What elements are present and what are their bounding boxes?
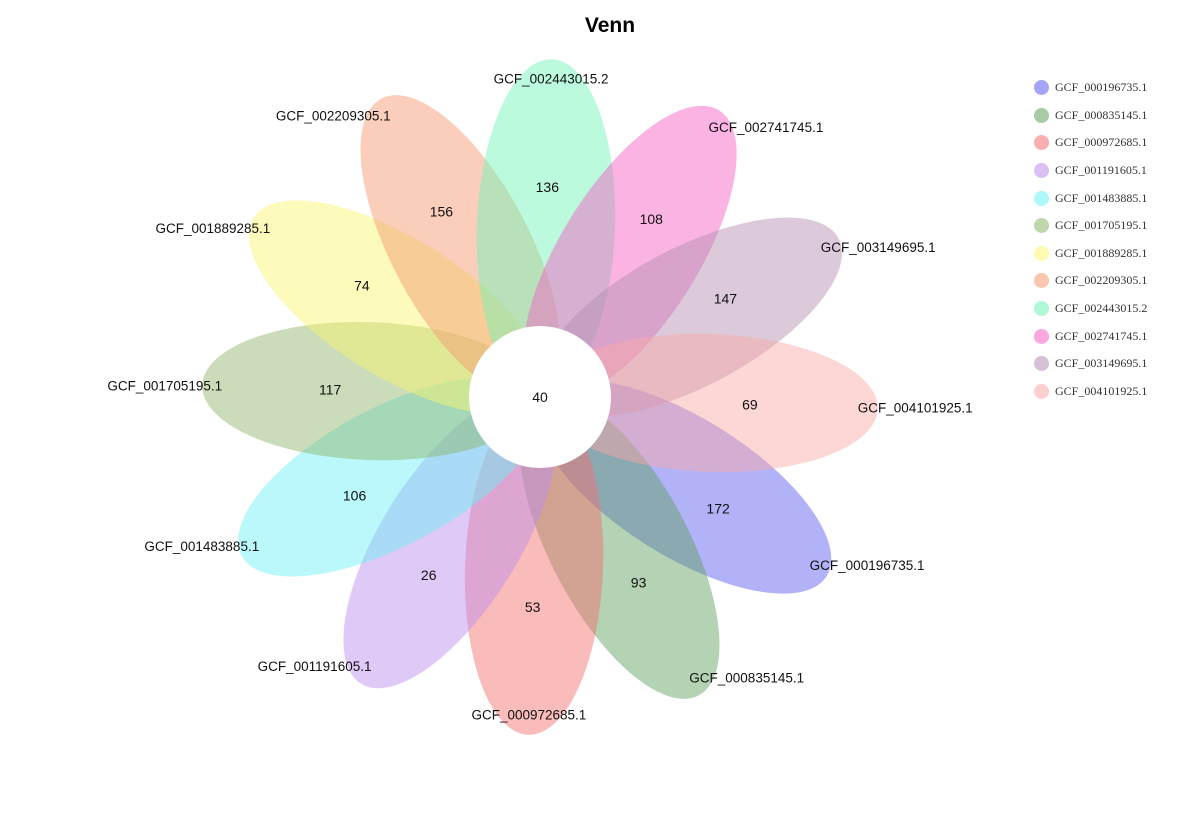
unique-count-gcf-002443015-2: 136 xyxy=(536,179,560,195)
unique-count-gcf-002741745-1: 108 xyxy=(640,211,664,227)
legend-label: GCF_001889285.1 xyxy=(1055,245,1148,260)
petal-gcf-001889285-1 xyxy=(248,200,543,414)
legend-swatch xyxy=(1034,190,1049,206)
set-label-gcf-002443015-2: GCF_002443015.2 xyxy=(494,72,609,87)
legend-item-gcf-001191605-1[interactable]: GCF_001191605.1 xyxy=(1034,157,1200,185)
legend-label: GCF_001191605.1 xyxy=(1055,163,1147,178)
set-label-gcf-002741745-1: GCF_002741745.1 xyxy=(709,120,824,135)
unique-count-gcf-001889285-1: 74 xyxy=(354,278,370,294)
petal-layer xyxy=(202,59,878,735)
legend-swatch xyxy=(1034,328,1049,344)
set-label-gcf-000196735-1: GCF_000196735.1 xyxy=(810,558,925,573)
petal-gcf-000835145-1 xyxy=(520,395,720,699)
legend-item-gcf-001889285-1[interactable]: GCF_001889285.1 xyxy=(1034,240,1200,268)
legend-label: GCF_000196735.1 xyxy=(1055,80,1148,95)
set-label-gcf-000972685-1: GCF_000972685.1 xyxy=(471,707,586,722)
petal-gcf-000972685-1 xyxy=(464,398,604,735)
label-layer: GCF_000196735.1GCF_000835145.1GCF_000972… xyxy=(107,72,972,723)
legend-swatch xyxy=(1034,107,1049,123)
petal-gcf-003149695-1 xyxy=(538,217,842,417)
unique-count-gcf-001483885-1: 106 xyxy=(343,488,367,504)
unique-count-gcf-000835145-1: 93 xyxy=(631,574,647,590)
legend-swatch xyxy=(1034,245,1049,261)
legend-label: GCF_002209305.1 xyxy=(1055,273,1148,288)
legend-item-gcf-004101925-1[interactable]: GCF_004101925.1 xyxy=(1034,378,1200,406)
unique-count-gcf-003149695-1: 147 xyxy=(714,290,738,306)
set-label-gcf-000835145-1: GCF_000835145.1 xyxy=(689,670,804,685)
unique-count-gcf-000196735-1: 172 xyxy=(706,500,730,516)
unique-count-gcf-001705195-1: 117 xyxy=(319,382,342,398)
legend-label: GCF_004101925.1 xyxy=(1055,383,1148,398)
legend-label: GCF_000972685.1 xyxy=(1055,135,1148,150)
legend-label: GCF_000835145.1 xyxy=(1055,107,1148,122)
set-label-gcf-003149695-1: GCF_003149695.1 xyxy=(821,240,936,255)
legend-label: GCF_002443015.2 xyxy=(1055,301,1148,316)
legend-item-gcf-000972685-1[interactable]: GCF_000972685.1 xyxy=(1034,129,1200,157)
legend-swatch xyxy=(1034,383,1049,399)
center-circle xyxy=(469,326,611,468)
set-label-gcf-001705195-1: GCF_001705195.1 xyxy=(107,378,222,393)
legend-swatch xyxy=(1034,163,1049,179)
unique-count-gcf-004101925-1: 69 xyxy=(742,396,758,412)
legend-item-gcf-003149695-1[interactable]: GCF_003149695.1 xyxy=(1034,350,1200,378)
set-label-gcf-002209305-1: GCF_002209305.1 xyxy=(276,109,391,124)
legend-swatch xyxy=(1034,273,1049,289)
petal-gcf-001483885-1 xyxy=(238,377,542,577)
petal-gcf-001191605-1 xyxy=(343,394,557,689)
unique-count-gcf-002209305-1: 156 xyxy=(430,204,454,220)
legend-swatch xyxy=(1034,218,1049,234)
legend-swatch xyxy=(1034,80,1049,96)
set-label-gcf-004101925-1: GCF_004101925.1 xyxy=(858,401,973,416)
legend-swatch xyxy=(1034,356,1049,372)
legend-label: GCF_002741745.1 xyxy=(1055,328,1148,343)
legend-label: GCF_001483885.1 xyxy=(1055,190,1148,205)
set-label-gcf-001191605-1: GCF_001191605.1 xyxy=(258,659,372,674)
center-count: 40 xyxy=(532,389,548,405)
legend-item-gcf-002443015-2[interactable]: GCF_002443015.2 xyxy=(1034,295,1200,323)
legend-label: GCF_001705195.1 xyxy=(1055,218,1148,233)
legend-item-gcf-001705195-1[interactable]: GCF_001705195.1 xyxy=(1034,212,1200,240)
legend-item-gcf-001483885-1[interactable]: GCF_001483885.1 xyxy=(1034,184,1200,212)
legend-label: GCF_003149695.1 xyxy=(1055,356,1148,371)
petal-gcf-004101925-1 xyxy=(541,333,878,473)
unique-count-gcf-000972685-1: 53 xyxy=(525,599,541,615)
petal-gcf-000196735-1 xyxy=(537,380,832,594)
count-layer: 172 93 53 26 106 117 74 156 136 108 147 69 xyxy=(319,179,758,615)
chart-title: Venn xyxy=(584,14,636,37)
legend-item-gcf-002209305-1[interactable]: GCF_002209305.1 xyxy=(1034,267,1200,295)
petal-gcf-002209305-1 xyxy=(360,95,560,399)
legend-item-gcf-000835145-1[interactable]: GCF_000835145.1 xyxy=(1034,102,1200,130)
legend-item-gcf-002741745-1[interactable]: GCF_002741745.1 xyxy=(1034,322,1200,350)
petal-gcf-001705195-1 xyxy=(202,321,539,461)
petal-gcf-002741745-1 xyxy=(523,105,737,400)
set-label-gcf-001483885-1: GCF_001483885.1 xyxy=(144,539,259,554)
set-label-gcf-001889285-1: GCF_001889285.1 xyxy=(155,221,270,236)
unique-count-gcf-001191605-1: 26 xyxy=(421,567,437,583)
legend-swatch xyxy=(1034,135,1049,151)
petal-gcf-002443015-2 xyxy=(476,59,616,396)
legend-swatch xyxy=(1034,301,1049,317)
legend-item-gcf-000196735-1[interactable]: GCF_000196735.1 xyxy=(1034,74,1200,102)
